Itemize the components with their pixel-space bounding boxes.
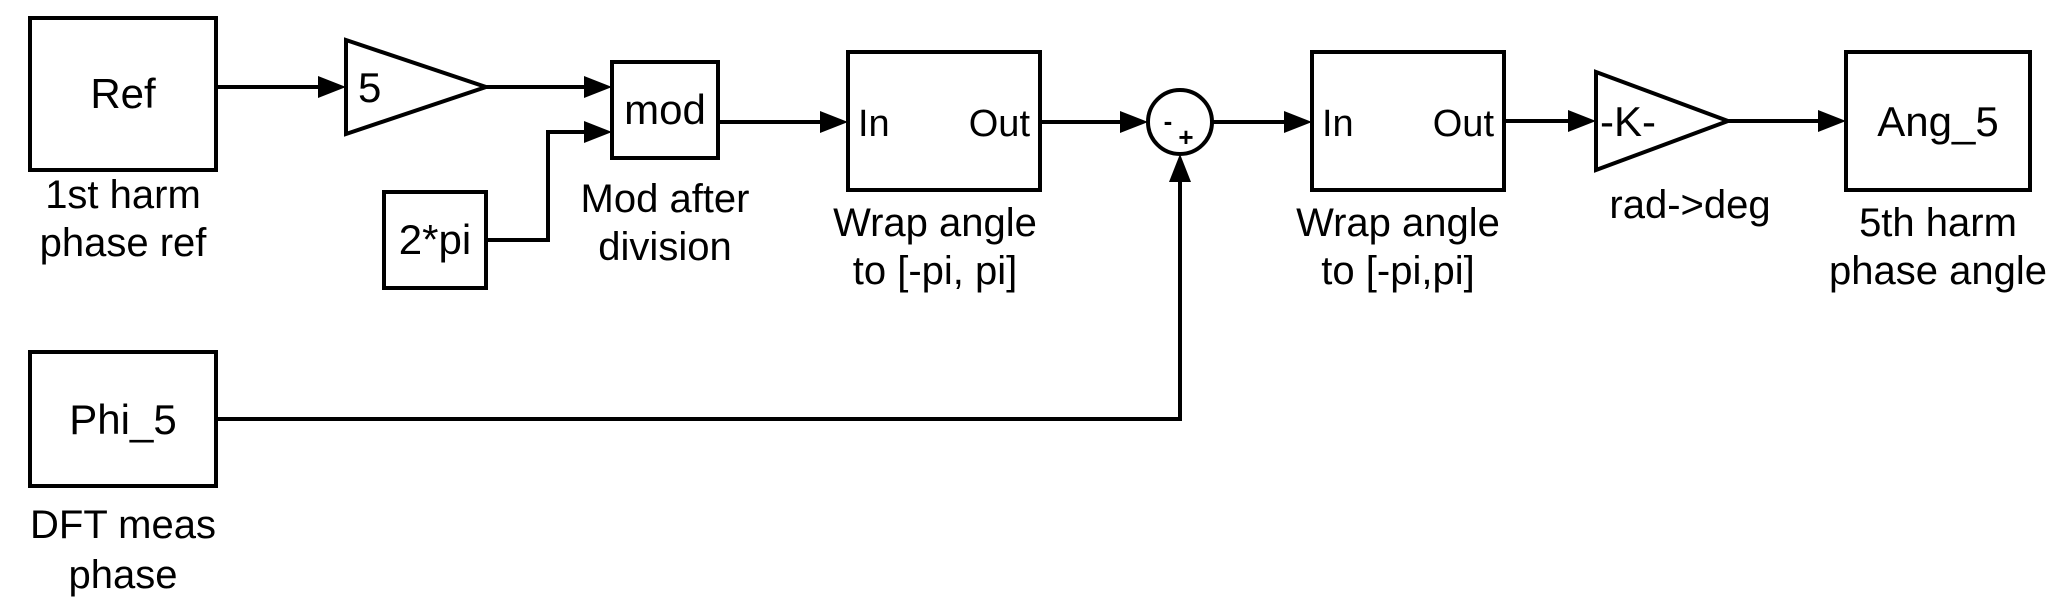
phi-5-block[interactable]: Phi_5 xyxy=(28,350,218,488)
sum-block[interactable]: - + xyxy=(1146,88,1214,156)
phi-caption-line2: phase xyxy=(69,553,178,597)
wire-twopi-to-mod xyxy=(486,130,586,242)
ref-caption-line1: 1st harm xyxy=(45,173,201,217)
wrap2-in-label: In xyxy=(1322,103,1354,145)
wrap1-caption-line2: to [-pi, pi] xyxy=(853,249,1018,293)
gain-5-label: 5 xyxy=(358,64,381,111)
wrap1-in-label: In xyxy=(858,103,890,145)
gain-k-caption: rad->deg xyxy=(1609,183,1770,227)
arrow-into-mod-top xyxy=(584,76,612,98)
arrow-into-gain-k xyxy=(1568,110,1596,132)
wrap1-caption-line1: Wrap angle xyxy=(833,201,1037,245)
phi-caption-line1: DFT meas xyxy=(30,503,216,547)
mod-caption-line2: division xyxy=(598,225,731,269)
gain-k-label: -K- xyxy=(1600,98,1656,145)
arrow-into-mod-bottom xyxy=(584,121,612,143)
wrap2-caption-line1: Wrap angle xyxy=(1296,201,1500,245)
wrap2-out-label: Out xyxy=(1433,103,1495,145)
arrow-into-ang-5 xyxy=(1818,110,1846,132)
wrap-angle-2-block[interactable]: In Out xyxy=(1310,50,1506,192)
sum-plus-sign: + xyxy=(1178,122,1193,152)
arrow-into-wrap2 xyxy=(1284,111,1312,133)
ang-caption-line1: 5th harm xyxy=(1859,201,2017,245)
mod-caption-line1: Mod after xyxy=(581,177,750,221)
ang-5-block[interactable]: Ang_5 xyxy=(1844,50,2032,192)
arrow-into-sum-left xyxy=(1120,111,1148,133)
two-pi-constant-block[interactable]: 2*pi xyxy=(382,190,488,290)
sum-minus-sign: - xyxy=(1164,106,1173,136)
mod-block[interactable]: mod xyxy=(610,60,720,160)
ref-label: Ref xyxy=(90,70,156,117)
phi-5-label: Phi_5 xyxy=(69,396,176,443)
two-pi-label: 2*pi xyxy=(399,216,471,263)
wrap-angle-1-block[interactable]: In Out xyxy=(846,50,1042,192)
ref-block[interactable]: Ref xyxy=(28,16,218,172)
gain-k-block[interactable]: -K- xyxy=(1594,69,1734,173)
wire-phi-to-sum xyxy=(216,180,1182,421)
ref-caption-line2: phase ref xyxy=(40,221,208,265)
signal-lines xyxy=(216,76,1846,421)
wrap2-caption-line2: to [-pi,pi] xyxy=(1321,249,1474,293)
arrow-into-gain-5 xyxy=(318,76,346,98)
wrap1-out-label: Out xyxy=(969,103,1031,145)
ang-caption-line2: phase angle xyxy=(1829,249,2047,293)
gain-5-block[interactable]: 5 xyxy=(344,37,493,137)
ang-5-label: Ang_5 xyxy=(1877,98,1998,145)
arrow-into-sum-bottom xyxy=(1169,154,1191,182)
mod-label: mod xyxy=(624,86,706,133)
arrow-into-wrap1 xyxy=(820,111,848,133)
